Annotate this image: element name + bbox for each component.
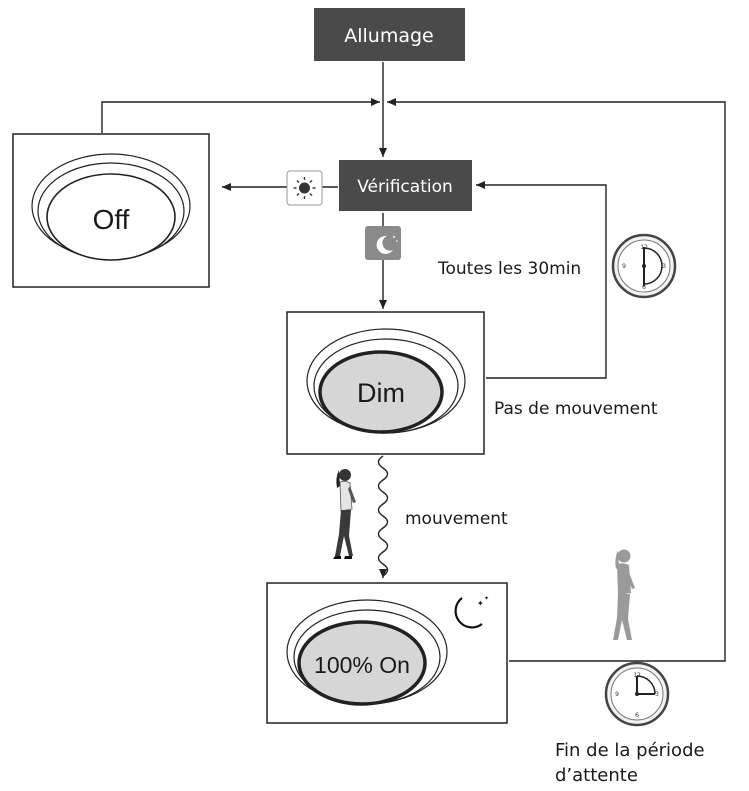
moon-icon: ✦ ✦ [454,595,489,629]
connectors [101,62,726,662]
node-start-label: Allumage [344,25,434,47]
svg-text:6: 6 [642,284,646,291]
off-lamp-disc [46,173,176,261]
node-check-box [339,160,472,211]
arrow-off-to-check [101,98,380,133]
walking-person-icon [333,469,356,559]
node-dim-label: Dim [357,378,405,408]
label-every-30min: Toutes les 30min [437,259,581,279]
clock-icon: 12 3 6 9 [604,661,670,727]
svg-text:9: 9 [622,263,626,270]
label-no-motion: Pas de mouvement [494,399,658,419]
svg-text:6: 6 [635,712,639,719]
node-on-label: 100% On [314,652,410,678]
node-check: Vérification [339,160,472,211]
svg-text:✦: ✦ [477,599,484,608]
node-off-label: Off [93,204,130,235]
node-on: 100% On ✦ ✦ [266,582,508,724]
svg-text:9: 9 [615,691,619,698]
node-check-label: Vérification [357,177,453,197]
node-dim: Dim [286,311,485,455]
dim-lamp-disc [318,350,444,434]
node-start: Allumage [314,8,465,61]
label-motion: mouvement [405,509,508,529]
walking-person-icon [613,549,635,640]
sun-icon [286,170,323,206]
svg-text:3: 3 [662,263,666,270]
moon-icon [365,226,401,260]
svg-text:3: 3 [655,691,659,698]
arrow-on-to-check [387,98,726,662]
label-wait-end-line2: d’attente [555,765,638,786]
arrow-dim-to-check [476,181,607,379]
node-start-box [314,8,465,61]
on-lamp-disc [297,620,427,706]
clock-icon: 12 3 6 9 [611,233,677,299]
node-off: Off [12,133,210,288]
arrow-motion-dim-to-on [377,455,389,578]
svg-text:✦: ✦ [484,595,489,602]
label-wait-end-line1: Fin de la période [555,740,705,761]
